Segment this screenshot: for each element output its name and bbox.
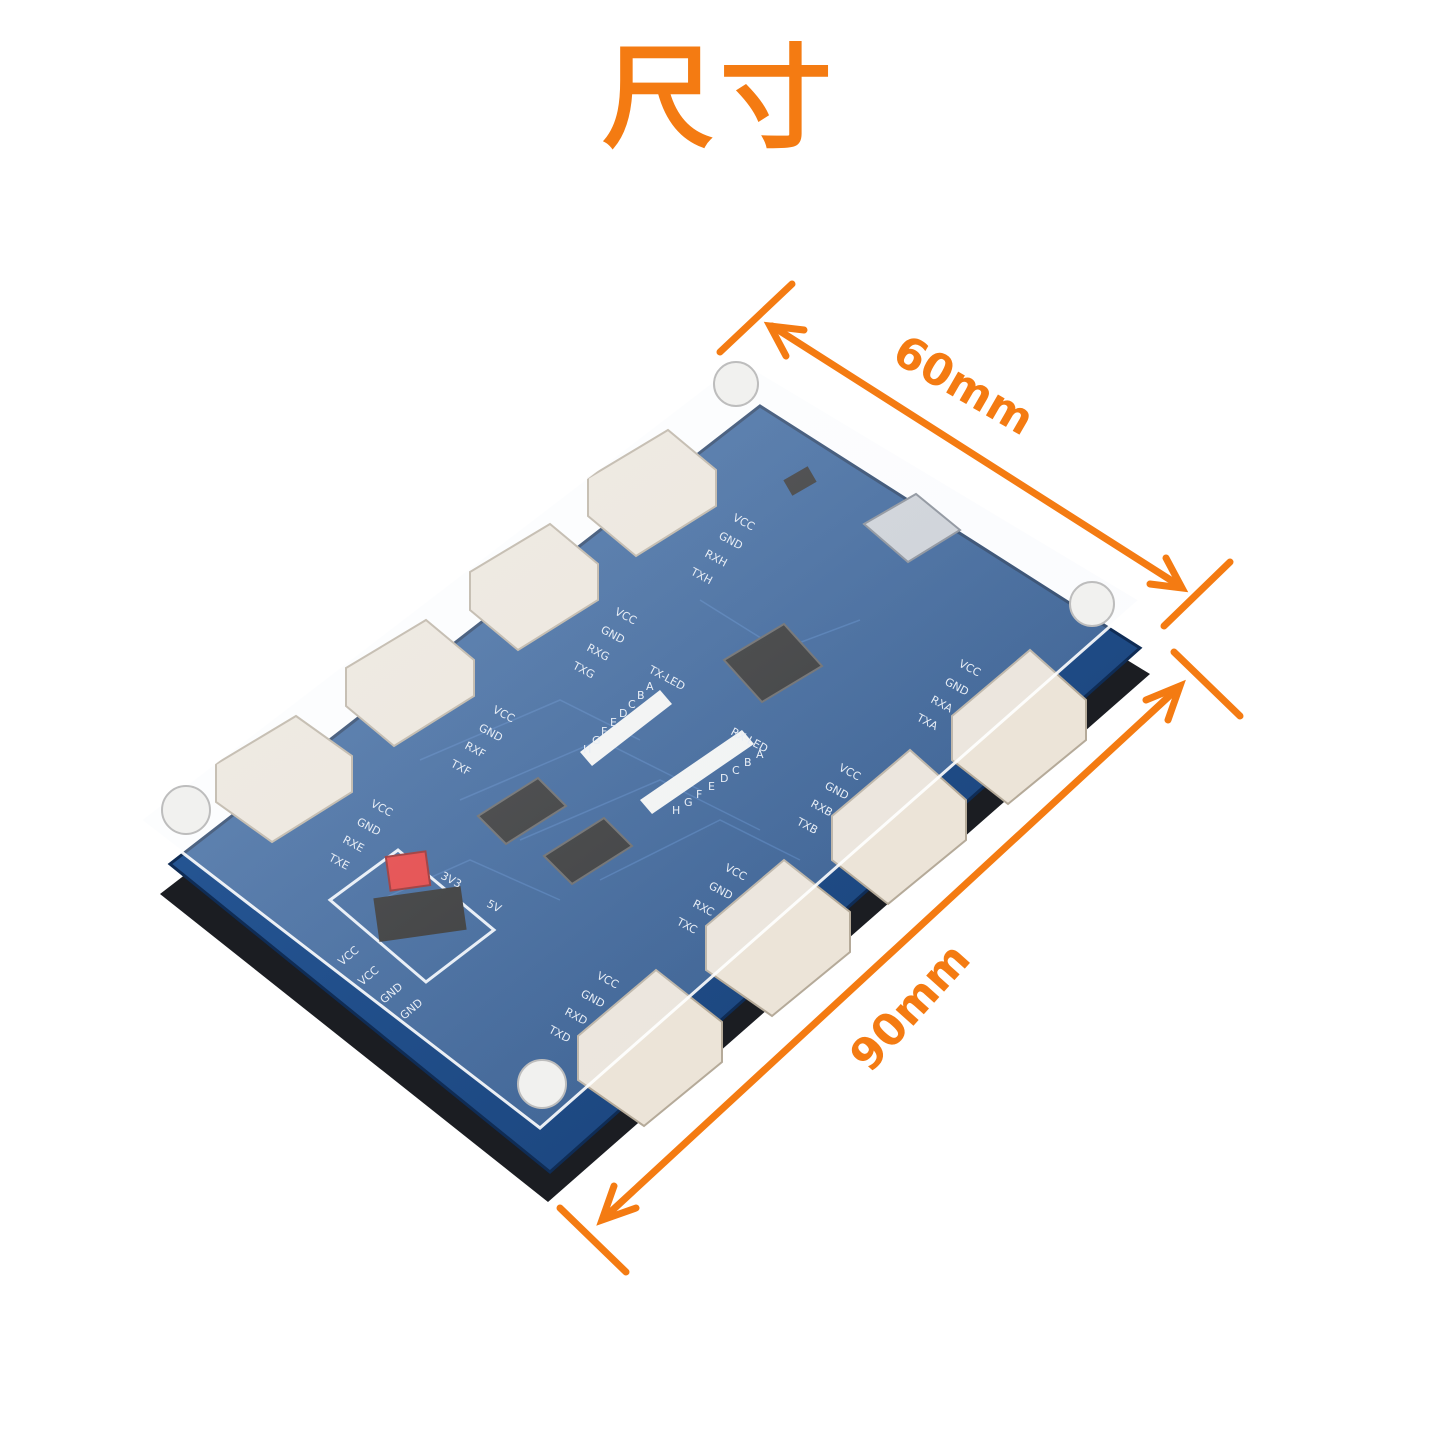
- standoffs: [161, 361, 1115, 1109]
- tx-led-channel-c: C: [628, 698, 636, 711]
- acrylic-cover: [137, 358, 1143, 1130]
- dim-60-tick-end: [1160, 558, 1234, 630]
- rx-led-channel-c: C: [732, 764, 740, 777]
- jumper-label-right: 5V: [485, 897, 504, 916]
- dimension-90: [556, 648, 1244, 1276]
- screw-top: [713, 361, 759, 407]
- screw-right: [1069, 581, 1115, 627]
- tx-led-channel-b: B: [637, 689, 645, 702]
- dim-90-line: [600, 684, 1182, 1222]
- rx-led-channel-b: B: [744, 756, 752, 769]
- dim-60-line: [768, 322, 1184, 590]
- tx-led-channel-e: E: [610, 716, 617, 729]
- tx-led-channel-h: H: [583, 743, 591, 756]
- dimension-60: [716, 280, 1234, 630]
- dim-60-tick-start: [716, 280, 796, 356]
- tx-led-channel-f: F: [601, 725, 607, 738]
- tx-led-channel-d: D: [619, 707, 627, 720]
- dim-90-tick-end: [556, 1204, 630, 1276]
- screw-bottom: [517, 1059, 567, 1109]
- dim-90-label: 90mm: [840, 934, 980, 1082]
- rx-led-channel-h: H: [672, 804, 680, 817]
- tx-led-channel-g: G: [592, 734, 601, 747]
- rx-led-channel-e: E: [708, 780, 715, 793]
- dim-60-arrow-start: [763, 321, 808, 360]
- dim-60-label: 60mm: [885, 325, 1043, 446]
- rx-led-channel-f: F: [696, 788, 702, 801]
- dim-60-arrow-end: [1146, 554, 1189, 593]
- screw-left: [161, 785, 211, 835]
- rx-led-channel-a: A: [756, 748, 764, 761]
- rx-led-channel-g: G: [684, 796, 693, 809]
- dim-90-arrow-start: [1142, 679, 1186, 724]
- page-title: 尺寸: [602, 34, 838, 164]
- tx-led-channel-a: A: [646, 680, 654, 693]
- rx-led-channel-d: D: [720, 772, 728, 785]
- dim-90-arrow-end: [596, 1182, 640, 1226]
- dim-90-tick-start: [1170, 648, 1244, 720]
